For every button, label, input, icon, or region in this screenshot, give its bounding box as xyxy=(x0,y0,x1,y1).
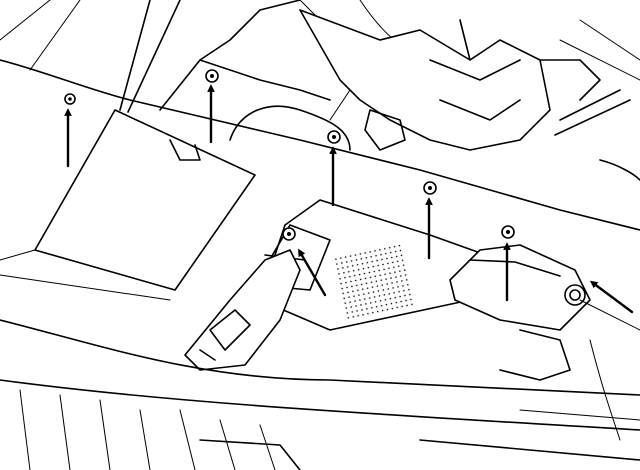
centre-trim-panel xyxy=(254,199,501,331)
right-lower-bracket xyxy=(449,244,591,381)
arrow-diagonal-icon xyxy=(298,248,327,297)
dash-upper-panel xyxy=(0,0,640,231)
knee-bolster xyxy=(184,249,301,371)
fastener-icon xyxy=(501,225,515,239)
pointer-arrows xyxy=(64,84,634,314)
floor-contours xyxy=(0,299,640,470)
fastener-icon xyxy=(205,69,219,83)
fasteners xyxy=(64,69,515,241)
fastener-icon xyxy=(423,181,437,195)
glovebox-cover xyxy=(0,109,256,301)
upper-bracket-assembly xyxy=(299,9,640,181)
fastener-icon xyxy=(64,93,76,105)
fastener-icon xyxy=(282,227,296,241)
arrow-diagonal-icon xyxy=(589,280,634,314)
fastener-icon xyxy=(327,130,341,144)
